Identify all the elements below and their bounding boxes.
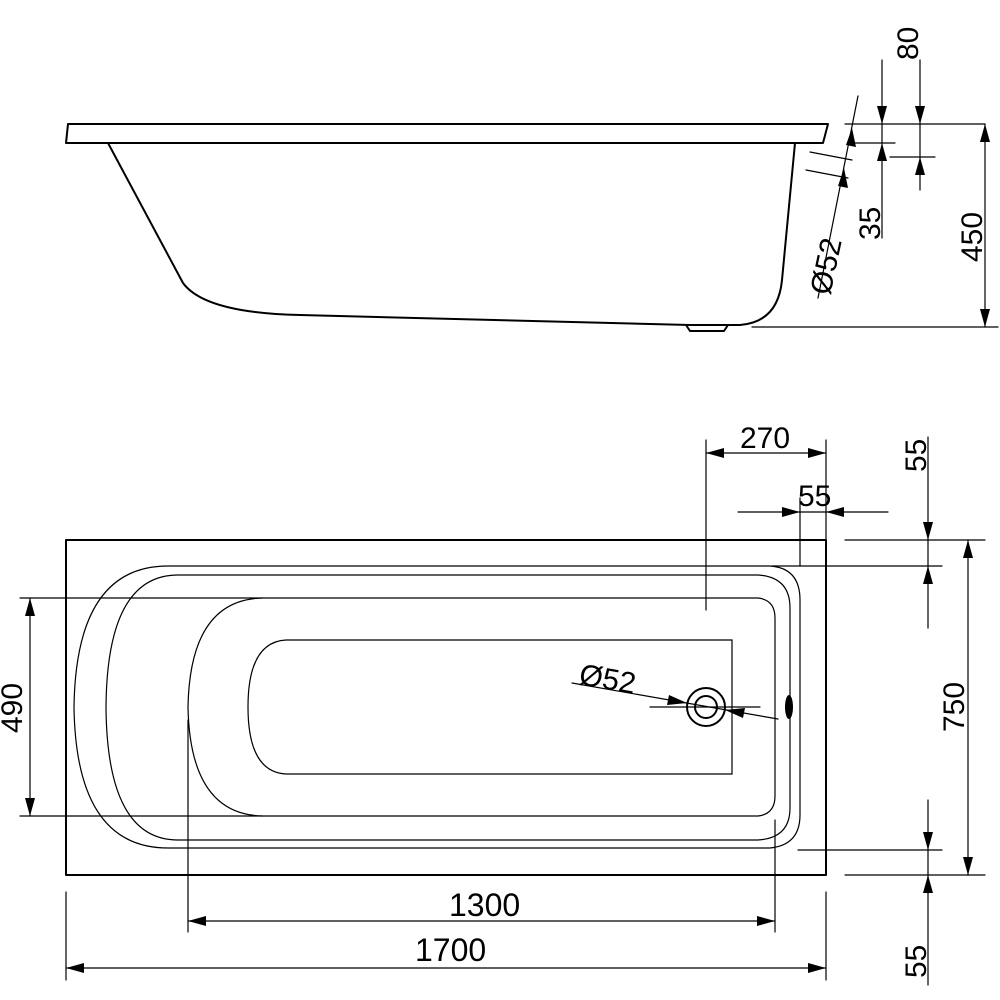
- overflow-mark-2: [805, 169, 849, 179]
- dim-52-side-line: [817, 95, 859, 299]
- side-rim: [65, 123, 829, 144]
- dim-55-bottom-label: 55: [900, 945, 933, 978]
- dim-52-side-label: Ø52: [805, 235, 849, 297]
- dim-1700-label: 1700: [415, 932, 486, 968]
- dim-55-top-arrow-1: [923, 522, 933, 540]
- dim-52-plan-label: Ø52: [577, 658, 639, 700]
- dim-55-end-arrow-right: [826, 507, 844, 517]
- dim-270-arrow-right: [808, 448, 826, 458]
- dim-450-arrow-top: [980, 124, 990, 142]
- dim-1300-arrow-right: [757, 916, 775, 926]
- dim-55-bottom-arrow-2: [923, 875, 933, 893]
- dim-490-label: 490: [0, 683, 29, 733]
- dim-750-arrow-bottom: [963, 857, 973, 875]
- drain-outer: [686, 687, 726, 727]
- dim-450-label: 450: [956, 212, 989, 262]
- dim-270-label: 270: [740, 422, 790, 455]
- dim-55-end-arrow-left: [782, 507, 800, 517]
- plan-basin-inner: [105, 574, 791, 841]
- dim-490-arrow-bottom: [25, 798, 35, 816]
- side-drain-foot: [685, 324, 729, 332]
- dim-52-side-arrow-1: [846, 128, 856, 147]
- dim-52-side-arrow-2: [838, 168, 848, 188]
- dim-1300-label: 1300: [449, 887, 520, 923]
- side-body: [107, 142, 796, 326]
- plan-bottom-outer: [187, 597, 776, 817]
- dim-55-bottom-arrow-1: [923, 832, 933, 850]
- plan-bottom-inner: [247, 639, 733, 775]
- dim-35-arrow-bottom: [877, 143, 887, 161]
- dim-1700-arrow-left: [66, 963, 84, 973]
- overflow-marker: [785, 695, 793, 719]
- dim-52-plan-arrow-2: [725, 708, 745, 718]
- dim-270-arrow-left: [706, 448, 724, 458]
- dim-1300-arrow-left: [188, 916, 206, 926]
- dim-55-top-label: 55: [900, 439, 933, 472]
- dim-490-arrow-top: [25, 598, 35, 616]
- dim-750-label: 750: [938, 682, 971, 732]
- side-view: 80 35 Ø52 450: [65, 27, 999, 332]
- dim-80-arrow-top: [915, 106, 925, 124]
- dim-80-arrow-bottom: [915, 157, 925, 175]
- dim-55-end-label: 55: [798, 480, 831, 513]
- dim-52-plan-arrow-1: [667, 695, 687, 705]
- dim-450-arrow-bottom: [980, 309, 990, 327]
- plan-view: Ø52 270 55 55 750 55: [0, 422, 986, 986]
- dim-35-arrow-top: [877, 106, 887, 124]
- plan-outer-rim: [65, 539, 827, 876]
- dim-55-top-arrow-2: [923, 566, 933, 584]
- dim-750-arrow-top: [963, 540, 973, 558]
- plan-basin-outer: [73, 565, 801, 849]
- dim-1700-arrow-right: [808, 963, 826, 973]
- drain-inner: [694, 695, 718, 719]
- dim-80-label: 80: [892, 27, 925, 60]
- dim-35-label: 35: [854, 207, 887, 240]
